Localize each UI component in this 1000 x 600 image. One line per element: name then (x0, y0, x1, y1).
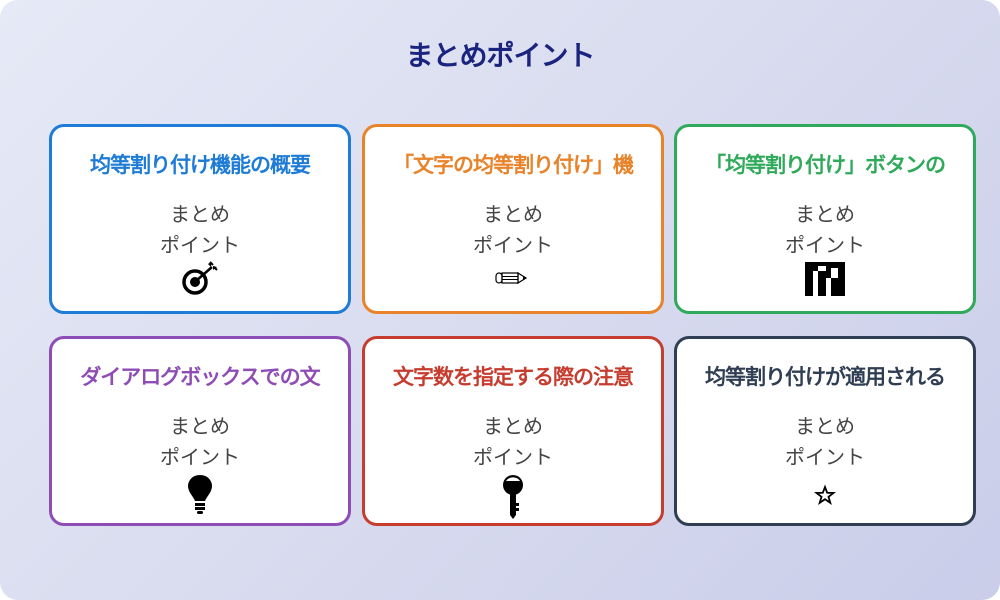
card-subtitle-line2: ポイント (473, 445, 553, 469)
card-subtitle-line1: まとめ (795, 202, 855, 226)
card-subtitle-line1: まとめ (483, 202, 543, 226)
card-subtitle: まとめ ポイント (677, 411, 973, 473)
card-subtitle-line2: ポイント (160, 233, 240, 257)
card-subtitle-line2: ポイント (785, 445, 865, 469)
card-button: 「均等割り付け」ボタンの まとめ ポイント (674, 124, 976, 314)
card-overview: 均等割り付け機能の概要 まとめ ポイント (49, 124, 351, 314)
card-subtitle: まとめ ポイント (365, 411, 661, 473)
card-applied: 均等割り付けが適用される まとめ ポイント (674, 336, 976, 526)
bar-chart-icon (677, 261, 973, 301)
key-icon (365, 473, 661, 519)
card-title: 均等割り付けが適用される (705, 365, 946, 389)
card-dialog-box: ダイアログボックスでの文 まとめ ポイント (49, 336, 351, 526)
lightbulb-icon (52, 473, 348, 514)
pencil-icon (365, 261, 661, 301)
star-icon (677, 473, 973, 513)
card-subtitle: まとめ ポイント (365, 199, 661, 261)
card-subtitle-line2: ポイント (473, 233, 553, 257)
card-title: 「均等割り付け」ボタンの (705, 153, 946, 177)
card-subtitle-line1: まとめ (170, 202, 230, 226)
card-subtitle: まとめ ポイント (52, 199, 348, 261)
card-subtitle-line1: まとめ (483, 414, 543, 438)
card-title: 「文字の均等割り付け」機 (393, 153, 634, 177)
card-char-count-notes: 文字数を指定する際の注意 まとめ ポイント (362, 336, 664, 526)
target-icon (52, 261, 348, 301)
page-title: まとめポイント (405, 39, 595, 72)
card-title: ダイアログボックスでの文 (80, 365, 320, 389)
card-title: 文字数を指定する際の注意 (393, 365, 634, 389)
card-subtitle: まとめ ポイント (677, 199, 973, 261)
card-subtitle-line1: まとめ (170, 414, 230, 438)
card-dialog-feature: 「文字の均等割り付け」機 まとめ ポイント (362, 124, 664, 314)
card-title: 均等割り付け機能の概要 (90, 153, 311, 177)
card-subtitle-line2: ポイント (160, 445, 240, 469)
card-subtitle-line2: ポイント (785, 233, 865, 257)
card-subtitle-line1: まとめ (795, 414, 855, 438)
card-subtitle: まとめ ポイント (52, 411, 348, 473)
